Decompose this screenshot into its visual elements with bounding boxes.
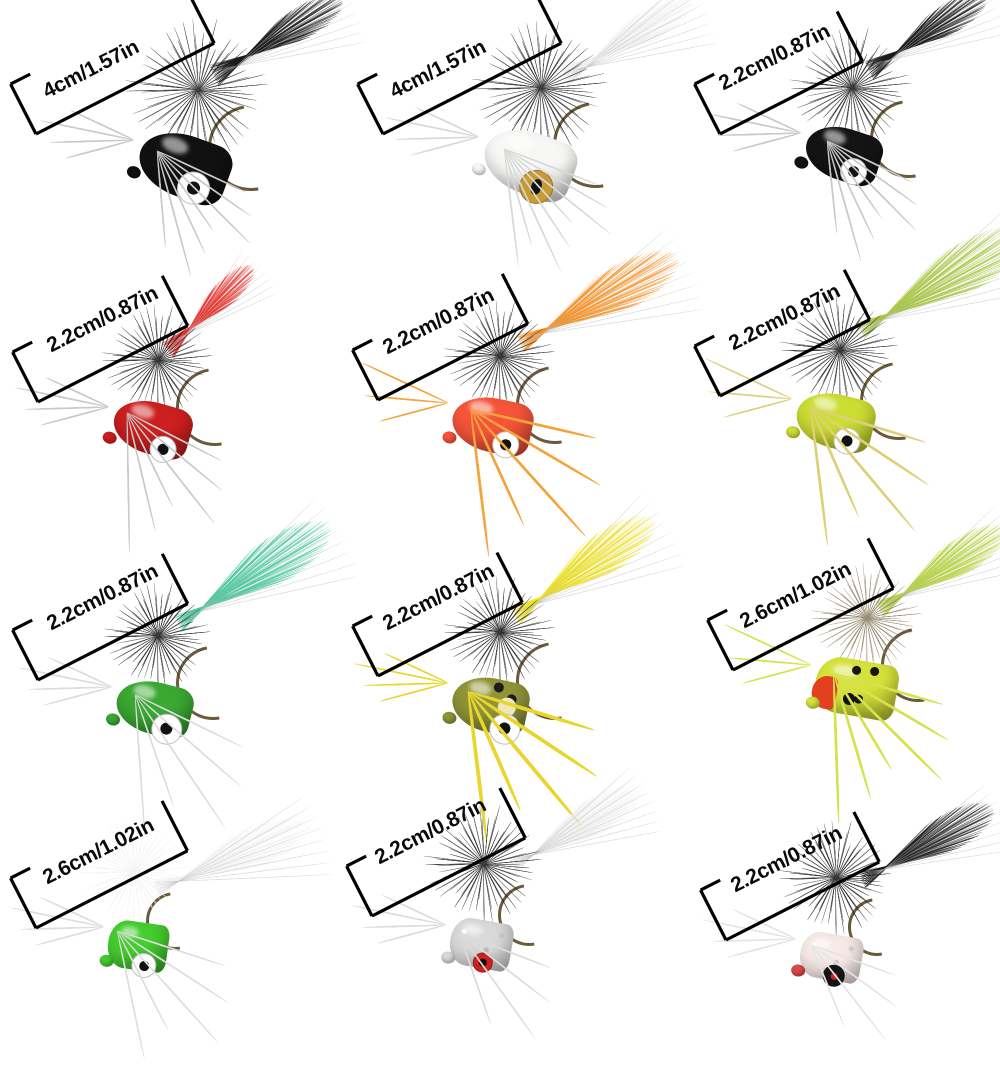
hackle-collar [774,284,906,416]
lure-cell-11: 2.2cm/0.87in [345,766,681,1058]
hackle-collar [772,814,900,942]
dimension-callout-8: 2.2cm/0.87in [351,551,630,730]
dimension-bracket [356,0,563,136]
hackle-collar [438,570,562,694]
lure-cell-8: 2.2cm/0.87in [351,494,685,844]
dimension-callout-12: 2.2cm/0.87in [699,811,978,994]
dimension-callout-1: 4cm/1.57in [9,0,288,188]
hackle-collar [72,810,196,934]
hackle-collar [418,798,550,930]
dimension-bracket [11,275,190,404]
popper-lure-1 [8,0,367,278]
lure-cell-2: 4cm/1.57in [355,0,717,273]
dimension-bracket [693,269,872,398]
dimension-bracket [699,811,881,942]
popper-lure-3 [700,0,1000,263]
lure-cell-7: 2.2cm/0.87in [8,498,360,835]
popper-lure-8 [352,494,685,844]
popper-lure-12 [700,784,1000,1058]
hackle-collar [96,298,220,422]
hackle-collar [805,556,929,680]
lure-cell-4: 2.2cm/0.87in [8,251,341,554]
lure-cell-6: 2.2cm/0.87in [690,203,1000,547]
hackle-collar [98,576,218,696]
dimension-bracket [693,10,864,136]
popper-lure-5 [352,228,705,557]
dimension-callout-10: 2.6cm/1.02in [9,800,288,982]
popper-lure-10 [8,796,332,1060]
dimension-callout-11: 2.2cm/0.87in [345,787,624,970]
dimension-bracket [9,0,216,136]
dimension-bracket [345,787,527,918]
dimension-callout-2: 4cm/1.57in [356,0,635,188]
dimension-callout-4: 2.2cm/0.87in [11,275,290,456]
dimension-callout-9: 2.6cm/1.02in [706,537,985,724]
popper-lure-7 [8,498,360,835]
hackle-collar [784,20,920,156]
popper-lure-2 [355,0,717,273]
dimension-bracket [11,553,190,682]
popper-lure-6 [690,203,1000,547]
hackle-collar [438,294,562,418]
hackle-collar [465,12,617,164]
product-image-canvas: 4cm/1.57in 4cm/1.57in 2.2cm/0.87in 2.2cm/0.… [8,0,1000,1060]
popper-lure-9 [705,506,1000,824]
hackle-collar [118,10,278,170]
dimension-callout-3: 2.2cm/0.87in [693,10,972,188]
lure-cell-12: 2.2cm/0.87in [699,784,1000,1078]
lure-cell-5: 2.2cm/0.87in [351,228,705,557]
lure-cell-10: 2.6cm/1.02in [8,796,341,1062]
lure-cell-3: 2.2cm/0.87in [693,0,1000,268]
dimension-callout-7: 2.2cm/0.87in [11,553,290,734]
dimension-bracket [351,273,530,402]
dimension-callout-5: 2.2cm/0.87in [351,273,630,454]
dimension-bracket [9,800,189,930]
popper-lure-11 [348,766,664,1040]
popper-lure-4 [8,251,308,554]
dimension-callout-6: 2.2cm/0.87in [693,269,972,450]
dimension-bracket [351,551,524,678]
lure-cell-9: 2.6cm/1.02in [705,506,1000,824]
dimension-bracket [706,537,895,672]
lure-cell-1: 4cm/1.57in [8,0,367,278]
